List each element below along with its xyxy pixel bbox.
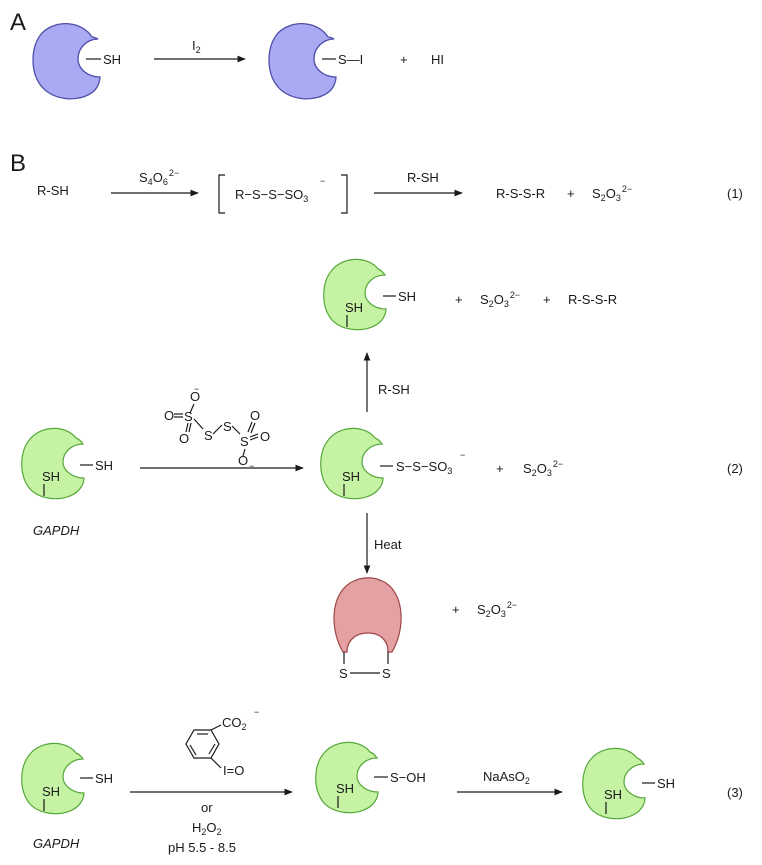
co2-group: CO2	[222, 715, 247, 732]
gapdh-regenerated	[582, 747, 646, 820]
sh-upper-top-product: SH	[398, 289, 416, 304]
soh-group: S−OH	[390, 770, 426, 785]
disulfide-s1: S	[339, 666, 348, 681]
sh-upper-regen: SH	[657, 776, 675, 791]
reagent-iodine: I2	[192, 38, 201, 55]
tt-s4: S	[240, 434, 249, 449]
r2-plus-top-1: +	[455, 292, 463, 307]
tt-o-right: O	[260, 429, 270, 444]
r2-thiosulfate-bottom: S2O32−	[477, 600, 517, 619]
r2-thiosulfate-mid: S2O32−	[523, 459, 563, 478]
bond-to-co2	[210, 724, 222, 731]
bond-to-io	[210, 757, 222, 769]
sh-lower-regen: SH	[604, 787, 622, 802]
r3-number: (3)	[727, 785, 743, 800]
r1-intermediate-charge: −	[320, 176, 325, 186]
sh-lower-r2: SH	[42, 469, 60, 484]
r3-reductant: NaAsO2	[483, 769, 530, 786]
r2-number: (2)	[727, 461, 743, 476]
tt-bond-8b	[250, 422, 256, 434]
tt-s2: S	[204, 428, 213, 443]
r3-or: or	[201, 800, 213, 815]
gapdh-reactant-2	[21, 427, 85, 500]
r2-heat-label: Heat	[374, 537, 402, 552]
tt-bond-3b	[188, 422, 192, 433]
r2-plus-mid: +	[496, 461, 504, 476]
bracket-left	[218, 174, 225, 214]
tt-s3: S	[223, 419, 232, 434]
protein-a-product	[268, 22, 337, 100]
tt-o-top: O	[190, 389, 200, 404]
r1-number: (1)	[727, 186, 743, 201]
sh-upper-r2: SH	[95, 458, 113, 473]
r2-thiosulfate-top: S2O32−	[480, 290, 520, 309]
gapdh-label-r2: GAPDH	[33, 523, 80, 538]
tt-bond-5	[212, 424, 223, 435]
protein-a-reactant	[32, 22, 101, 100]
si-group: S—I	[338, 52, 363, 67]
sh-lower-top-product: SH	[345, 300, 363, 315]
iodosobenzoate-structure: CO2 − I=O	[185, 707, 259, 778]
bracket-right	[341, 174, 348, 214]
r2-top-disulfide: R-S-S-R	[568, 292, 617, 307]
r1-plus: +	[567, 186, 575, 201]
tt-o-bottom-left: O	[179, 431, 189, 446]
r2-plus-bottom: +	[452, 602, 460, 617]
tt-minus-top: −	[194, 384, 199, 394]
tt-o-top-right: O	[250, 408, 260, 423]
r1-rsh-reagent: R-SH	[407, 170, 439, 185]
r3-h2o2: H2O2	[192, 820, 222, 837]
ring-double-3	[208, 743, 216, 755]
tt-o-left: O	[164, 408, 174, 423]
sh-group-a: SH	[103, 52, 121, 67]
gapdh-reactant-3	[21, 742, 85, 815]
gapdh-sulfenic	[315, 741, 379, 814]
r3-ph: pH 5.5 - 8.5	[168, 840, 236, 855]
panel-label-b: B	[10, 150, 26, 177]
tt-minus-bottom: −	[249, 461, 254, 471]
sh-upper-r3: SH	[95, 771, 113, 786]
tt-o-bottom: O	[238, 453, 248, 468]
scheme-a: SH I2 S—I + HI	[32, 22, 444, 100]
tt-bond-1	[189, 403, 195, 414]
r2-up-reagent: R-SH	[378, 382, 410, 397]
denatured-protein	[333, 577, 402, 653]
plus-a: +	[400, 52, 408, 67]
r1-thiosulfate: S2O32−	[592, 184, 632, 203]
r1-disulfide: R-S-S-R	[496, 186, 545, 201]
tt-bond-9	[242, 448, 246, 457]
tt-bond-3a	[185, 422, 189, 433]
sh-lower-sulfenic: SH	[336, 781, 354, 796]
gapdh-label-r3: GAPDH	[33, 836, 80, 851]
intermediate-group-charge: −	[460, 450, 465, 460]
gapdh-top-product	[323, 258, 387, 331]
reaction-1: R-SH S4O62− R−S−S−SO3 − R-SH R-S-S-R + S…	[37, 168, 743, 214]
io-group: I=O	[223, 763, 244, 778]
tt-bond-7b	[249, 436, 259, 441]
co2-charge: −	[254, 707, 259, 717]
sh-lower-r3: SH	[42, 784, 60, 799]
r1-intermediate: R−S−S−SO3	[235, 187, 308, 204]
panel-label-a: A	[10, 9, 26, 36]
r2-plus-top-2: +	[543, 292, 551, 307]
gapdh-intermediate	[320, 427, 384, 500]
intermediate-group: S−S−SO3	[396, 459, 452, 476]
tt-s1: S	[184, 409, 193, 424]
tt-bond-8a	[247, 421, 253, 433]
tetrathionate-structure: O − O S O S S S O O O −	[164, 384, 270, 471]
tt-bond-4	[193, 418, 204, 430]
r1-tetrathionate: S4O62−	[139, 168, 179, 187]
sh-lower-intermediate: SH	[342, 469, 360, 484]
hi-product: HI	[431, 52, 444, 67]
tt-bond-6	[231, 425, 241, 435]
ring-double-2	[189, 744, 197, 756]
r1-reactant: R-SH	[37, 183, 69, 198]
reaction-3: SH SH GAPDH CO2 − I=O or H2O2 pH 5.5 - 8…	[21, 707, 743, 855]
tt-bond-7a	[249, 433, 259, 438]
disulfide-s2: S	[382, 666, 391, 681]
reaction-2: SH SH GAPDH O − O S O S S S O O	[21, 258, 743, 681]
